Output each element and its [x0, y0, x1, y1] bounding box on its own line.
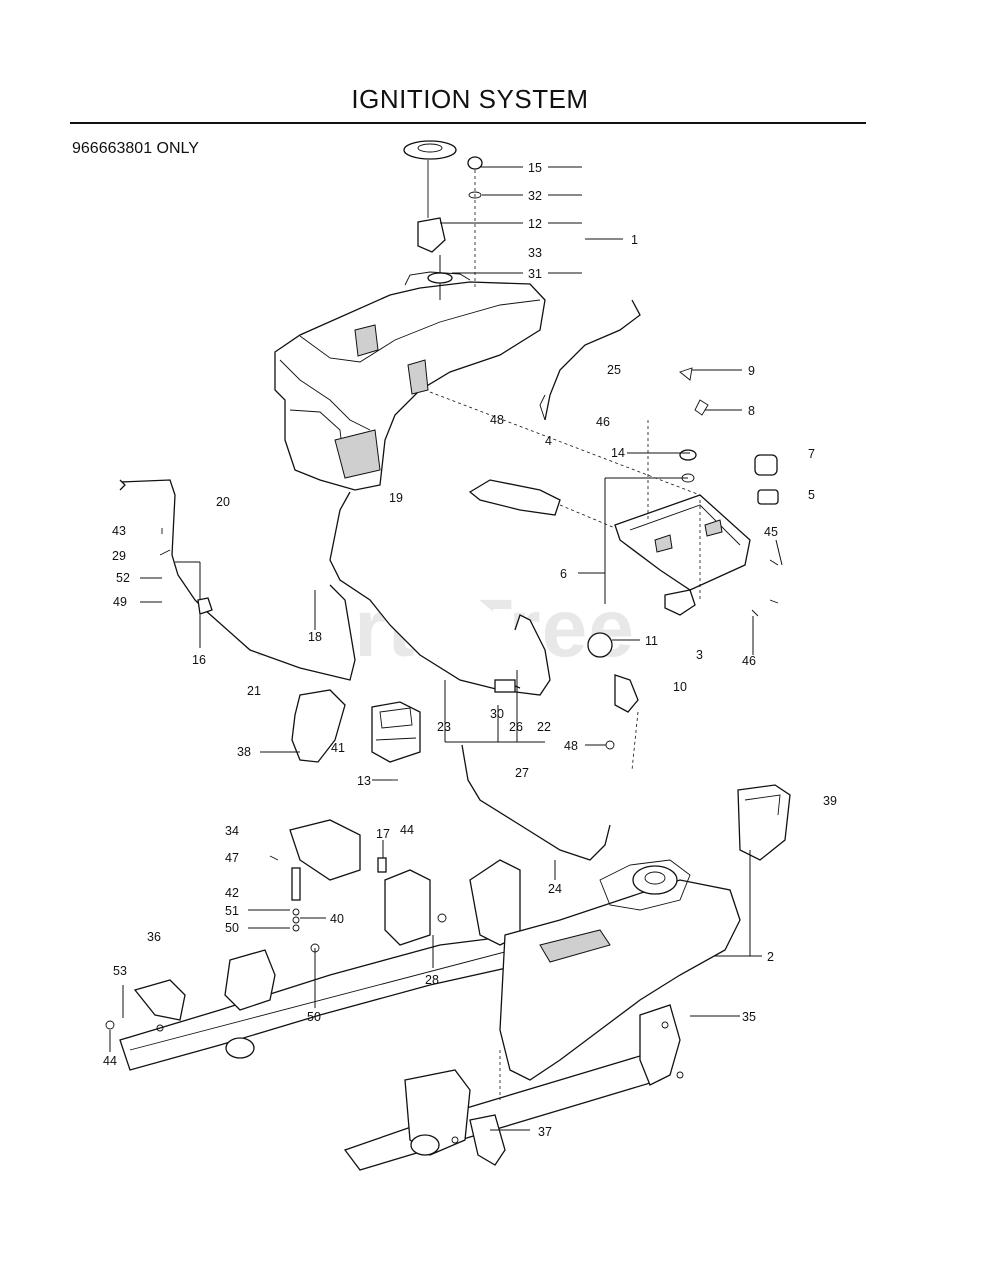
- callout-14: 14: [611, 446, 625, 460]
- callout-34: 34: [225, 824, 239, 838]
- callout-43: 43: [112, 524, 126, 538]
- callout-35: 35: [742, 1010, 756, 1024]
- callout-48-top: 48: [490, 413, 504, 427]
- callout-49: 49: [113, 595, 127, 609]
- callout-23: 23: [437, 720, 451, 734]
- callout-11: 11: [645, 634, 658, 648]
- callout-labels: 15 32 12 1 33 31 25 9 8 48 46 4 14 7 5 4…: [103, 161, 837, 1139]
- callout-5: 5: [808, 488, 815, 502]
- callout-32: 32: [528, 189, 542, 203]
- callout-39: 39: [823, 794, 837, 808]
- callout-17: 17: [376, 827, 390, 841]
- top-tank-assembly: [274, 140, 546, 491]
- callout-22: 22: [537, 720, 551, 734]
- callout-29: 29: [112, 549, 126, 563]
- callout-53: 53: [113, 964, 127, 978]
- callout-46-top: 46: [596, 415, 610, 429]
- callout-38: 38: [237, 745, 251, 759]
- callout-37: 37: [538, 1125, 552, 1139]
- callout-3: 3: [696, 648, 703, 662]
- callout-15: 15: [528, 161, 542, 175]
- callout-9: 9: [748, 364, 755, 378]
- callout-1: 1: [631, 233, 638, 247]
- callout-16: 16: [192, 653, 206, 667]
- callout-50-left: 50: [225, 921, 239, 935]
- callout-12: 12: [528, 217, 542, 231]
- fuel-line-19: [329, 491, 551, 696]
- callout-44-top: 44: [400, 823, 414, 837]
- page-title: IGNITION SYSTEM: [351, 84, 589, 114]
- callout-27: 27: [515, 766, 529, 780]
- callout-28: 28: [425, 973, 439, 987]
- callout-24: 24: [548, 882, 562, 896]
- fuel-line-25: [544, 299, 641, 421]
- frame-assembly: [105, 819, 741, 1171]
- callout-30: 30: [490, 707, 504, 721]
- callout-45: 45: [764, 525, 778, 539]
- callout-40: 40: [330, 912, 344, 926]
- throttle-cable-4: [468, 479, 561, 516]
- callout-41: 41: [331, 741, 345, 755]
- callout-7: 7: [808, 447, 815, 461]
- callout-44-bottom: 44: [103, 1054, 117, 1068]
- bracket-39: [737, 784, 791, 861]
- pin-42: [291, 867, 301, 901]
- callout-36: 36: [147, 930, 161, 944]
- callout-51: 51: [225, 904, 239, 918]
- ignition-module-41: [371, 701, 421, 763]
- callout-47: 47: [225, 851, 239, 865]
- lever-10: [614, 674, 639, 713]
- leader-lines: [109, 166, 783, 1131]
- ignition-bracket: [614, 367, 779, 617]
- callout-33: 33: [528, 246, 542, 260]
- callout-6: 6: [560, 567, 567, 581]
- callout-50-bottom: 50: [307, 1010, 321, 1024]
- callout-20: 20: [216, 495, 230, 509]
- callout-46-right: 46: [742, 654, 756, 668]
- callout-2: 2: [767, 950, 774, 964]
- callout-10: 10: [673, 680, 687, 694]
- callout-21: 21: [247, 684, 261, 698]
- callout-42: 42: [225, 886, 239, 900]
- callout-25: 25: [607, 363, 621, 377]
- choke-cable-20: [119, 479, 356, 681]
- bracket-38: [291, 689, 346, 763]
- callout-48-mid: 48: [564, 739, 578, 753]
- model-note: 966663801 ONLY: [72, 140, 199, 157]
- callout-8: 8: [748, 404, 755, 418]
- callout-4: 4: [545, 434, 552, 448]
- callout-13: 13: [357, 774, 371, 788]
- callout-19: 19: [389, 491, 403, 505]
- title-rule: [70, 122, 866, 124]
- callout-31: 31: [528, 267, 542, 281]
- callout-18: 18: [308, 630, 322, 644]
- callout-52: 52: [116, 571, 130, 585]
- knob-11: [587, 632, 613, 658]
- fuel-line-24: [461, 744, 611, 861]
- callout-26: 26: [509, 720, 523, 734]
